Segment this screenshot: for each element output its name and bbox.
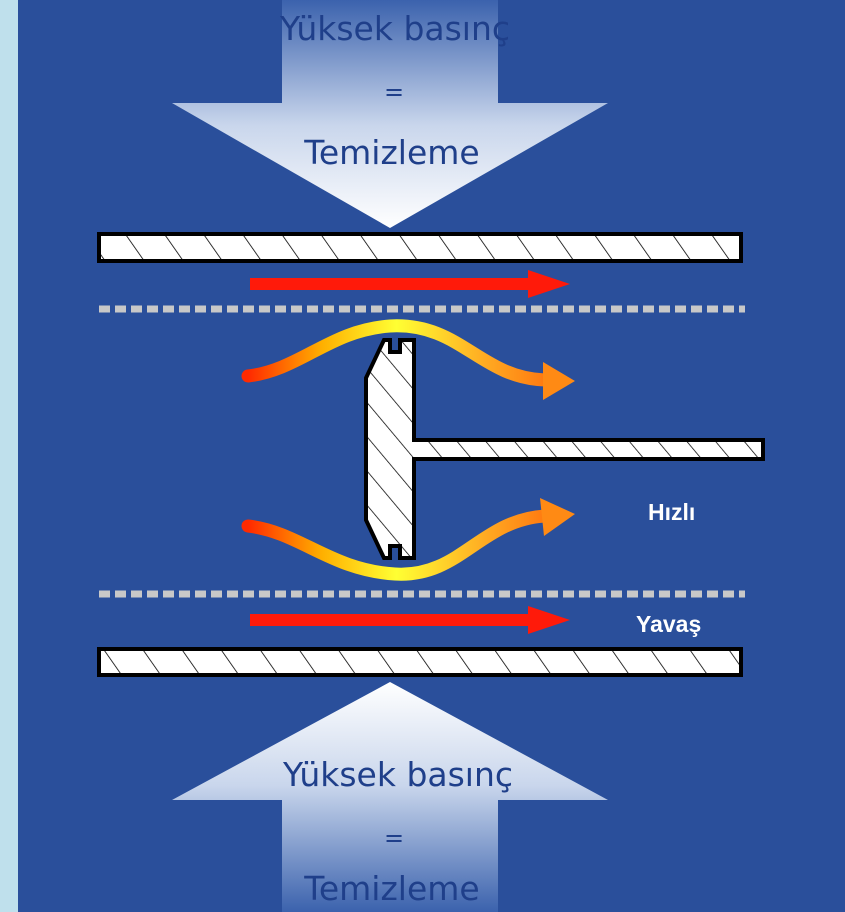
bottom-pipe-wall [97,647,743,677]
top-pressure-arrow [172,0,608,228]
top-arrow-label-line1: Yüksek basınç [279,9,511,48]
fast-speed-label: Hızlı [648,499,696,525]
slow-speed-label: Yavaş [636,611,702,637]
top-flow-arrow [250,270,570,298]
bottom-pressure-arrow [172,682,608,912]
bottom-arrow-label-equals: = [383,824,405,852]
bottom-arrow-label-line3: Temizleme [304,869,480,908]
bottom-arrow-label-line1: Yüksek basınç [282,755,514,794]
left-side-band [0,0,18,912]
top-arrow-label-line3: Temizleme [304,133,480,172]
lower-curved-flow-arrow [241,498,575,581]
pipeline-pig [364,338,765,560]
top-pipe-wall [97,232,743,263]
upper-curved-flow-arrow [241,319,575,400]
bottom-flow-arrow [250,606,570,634]
top-arrow-label-equals: = [383,78,405,106]
